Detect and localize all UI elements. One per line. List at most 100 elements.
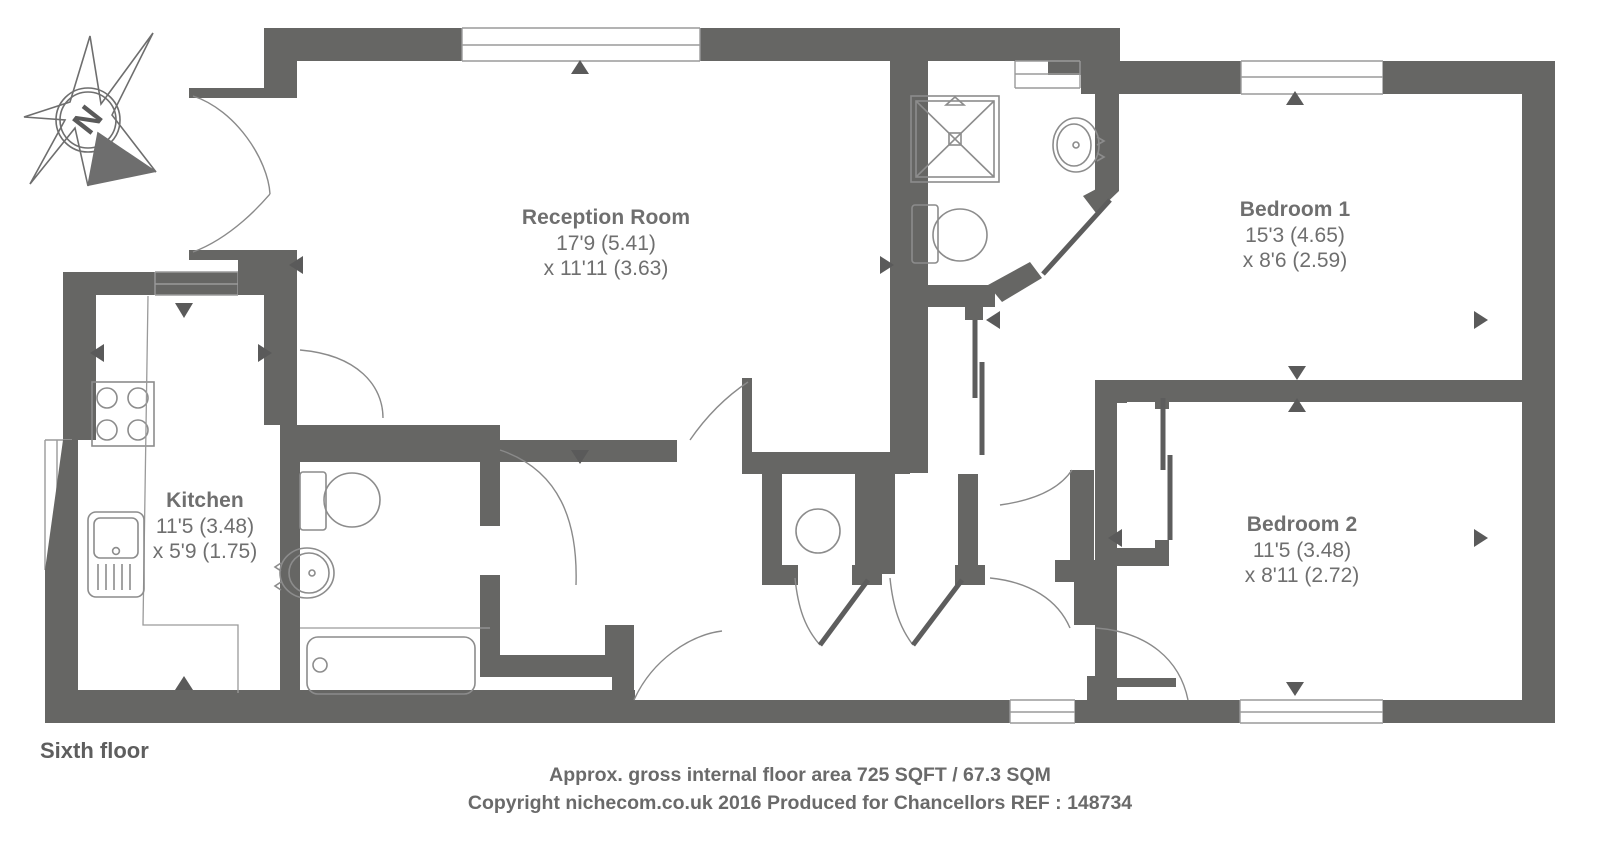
footer-area-line: Approx. gross internal floor area 725 SQ… bbox=[549, 764, 1051, 786]
door-bedroom2 bbox=[1095, 627, 1189, 701]
door-kitchen bbox=[299, 349, 384, 419]
room-name-kitchen: Kitchen bbox=[166, 489, 244, 512]
door-cupboard-1 bbox=[794, 577, 871, 647]
door-entrance-upper bbox=[192, 95, 271, 253]
kitchen-worktop bbox=[142, 295, 239, 693]
wall-hall-top bbox=[742, 452, 910, 474]
arrow-down-reception bbox=[571, 450, 589, 464]
room-name-bedroom1: Bedroom 1 bbox=[1239, 198, 1351, 221]
room-label-bedroom1: Bedroom 1 15'3 (4.65) x 8'6 (2.59) bbox=[1240, 197, 1351, 274]
door-hall-small bbox=[989, 577, 1071, 629]
room-dim-bedroom1-2: x 8'6 (2.59) bbox=[1242, 249, 1348, 273]
wall-ensuite-door-pier bbox=[965, 292, 983, 320]
wall-reception-bottom-left bbox=[297, 440, 497, 462]
room-dim-kitchen-1: 11'5 (3.48) bbox=[155, 514, 255, 538]
wall-kitchen-left-taper bbox=[45, 440, 78, 570]
footer-copyright-line: Copyright nichecom.co.uk 2016 Produced f… bbox=[467, 791, 1133, 814]
wall-cupboard2-right bbox=[958, 474, 978, 574]
room-dim-bedroom2-1: 11'5 (3.48) bbox=[1252, 538, 1352, 562]
wall-cupboard1-foot-r bbox=[852, 565, 882, 585]
wall-reception-right bbox=[890, 28, 928, 473]
arrow-down-bedroom2 bbox=[1286, 682, 1304, 696]
bathroom-bathtub-icon bbox=[300, 627, 490, 695]
arrow-left-ensuite bbox=[986, 311, 1000, 329]
footer-text: Approx. gross internal floor area 725 SQ… bbox=[0, 762, 1600, 817]
wall-bathroom-right-upper bbox=[480, 451, 500, 526]
wall-ensuite-top bbox=[890, 28, 1120, 61]
room-label-bedroom2: Bedroom 2 11'5 (3.48) x 8'11 (2.72) bbox=[1245, 512, 1360, 589]
window-ensuite-top bbox=[1014, 60, 1081, 89]
room-dim-bedroom1-1: 15'3 (4.65) bbox=[1245, 223, 1345, 247]
ensuite-shower-icon bbox=[910, 95, 1000, 183]
wall-kitchen-top-right bbox=[238, 255, 297, 295]
direction-arrows bbox=[90, 60, 1488, 696]
wall-hall-bottom-left bbox=[480, 655, 625, 677]
wall-bedroom1-bottom bbox=[1095, 380, 1523, 402]
wall-cupboard2-foot-r bbox=[955, 565, 985, 585]
wall-bottom-left bbox=[722, 700, 1010, 723]
wall-bathroom-bottom bbox=[280, 690, 635, 723]
room-label-kitchen: Kitchen 11'5 (3.48) x 5'9 (1.75) bbox=[153, 488, 257, 565]
room-name-bedroom2: Bedroom 2 bbox=[1246, 513, 1358, 536]
window-bedroom1-top bbox=[1240, 60, 1384, 95]
window-bottom-right bbox=[1239, 699, 1384, 724]
arrow-right-kitchen bbox=[258, 344, 272, 362]
wall-cupboard1-left bbox=[762, 474, 782, 574]
window-bottom-mid bbox=[1009, 699, 1076, 724]
arrow-down-bedroom1-top bbox=[1288, 366, 1306, 380]
window-reception-top bbox=[461, 27, 701, 62]
wardrobe-rail-stub-b bbox=[1155, 540, 1169, 566]
bathroom-toilet-icon bbox=[299, 471, 381, 531]
room-name-reception: Reception Room bbox=[521, 206, 691, 229]
arrow-up-reception bbox=[571, 60, 589, 74]
ensuite-toilet-icon bbox=[911, 204, 988, 264]
wall-bottom-stub bbox=[1096, 678, 1176, 687]
door-bedroom1 bbox=[999, 469, 1073, 506]
compass-icon: N bbox=[23, 32, 157, 187]
floor-label: Sixth floor bbox=[40, 738, 149, 763]
wall-hall-pier-b bbox=[612, 625, 634, 703]
arrow-left-wardrobe bbox=[1108, 529, 1122, 547]
arrow-up-kitchen bbox=[175, 303, 193, 318]
arrow-right-bedroom1 bbox=[1474, 311, 1488, 329]
wall-hall-stub-upper bbox=[742, 378, 752, 463]
wall-kitchen-left-lower bbox=[45, 570, 78, 705]
wall-right-outer bbox=[1522, 61, 1555, 721]
wall-kitchen-right-upper bbox=[264, 295, 297, 425]
wardrobe-top-stub bbox=[1117, 395, 1127, 403]
wall-ensuite-angle-upper bbox=[1083, 177, 1119, 213]
wall-kitchen-top bbox=[63, 272, 238, 295]
wall-ensuite-angle-lower bbox=[988, 262, 1042, 302]
wall-ensuite-right bbox=[1095, 61, 1119, 191]
wall-cupboard2-left bbox=[875, 474, 895, 574]
ensuite-basin-icon bbox=[1052, 117, 1106, 173]
room-dim-reception-1: 17'9 (5.41) bbox=[556, 231, 656, 255]
arrow-right-bedroom2 bbox=[1474, 529, 1488, 547]
wall-cupboard1-foot-l bbox=[762, 565, 798, 585]
wall-bottom-hall bbox=[634, 700, 724, 723]
arrow-down-kitchen bbox=[175, 676, 193, 690]
room-label-reception: Reception Room 17'9 (5.41) x 11'11 (3.63… bbox=[522, 205, 690, 282]
wall-bottom-right bbox=[1383, 700, 1555, 723]
arrow-up-bedroom2-top bbox=[1288, 398, 1306, 412]
wall-bottom-mid bbox=[1075, 700, 1240, 723]
door-cupboard-2 bbox=[889, 577, 964, 647]
bathroom-basin-icon bbox=[273, 547, 335, 599]
wall-hall-right-lower bbox=[1074, 575, 1096, 625]
wall-cupboard1-right bbox=[855, 474, 875, 574]
arrow-up-bedroom1 bbox=[1286, 91, 1304, 105]
room-dim-reception-2: x 11'11 (3.63) bbox=[543, 257, 669, 281]
arrow-left-kitchen bbox=[90, 344, 104, 362]
wall-bathroom-right-lower bbox=[480, 575, 500, 673]
door-hall-bottom bbox=[633, 630, 723, 701]
door-hall-rail bbox=[972, 320, 985, 455]
wall-kitchen-left-upper bbox=[63, 272, 96, 440]
arrow-right-reception bbox=[880, 256, 894, 274]
kitchen-sink-icon bbox=[87, 511, 145, 598]
wall-bedroom2-left bbox=[1095, 380, 1117, 700]
wall-entry-head-top bbox=[189, 88, 297, 98]
door-hall-reception bbox=[689, 381, 749, 441]
room-dim-kitchen-2: x 5'9 (1.75) bbox=[152, 540, 258, 564]
